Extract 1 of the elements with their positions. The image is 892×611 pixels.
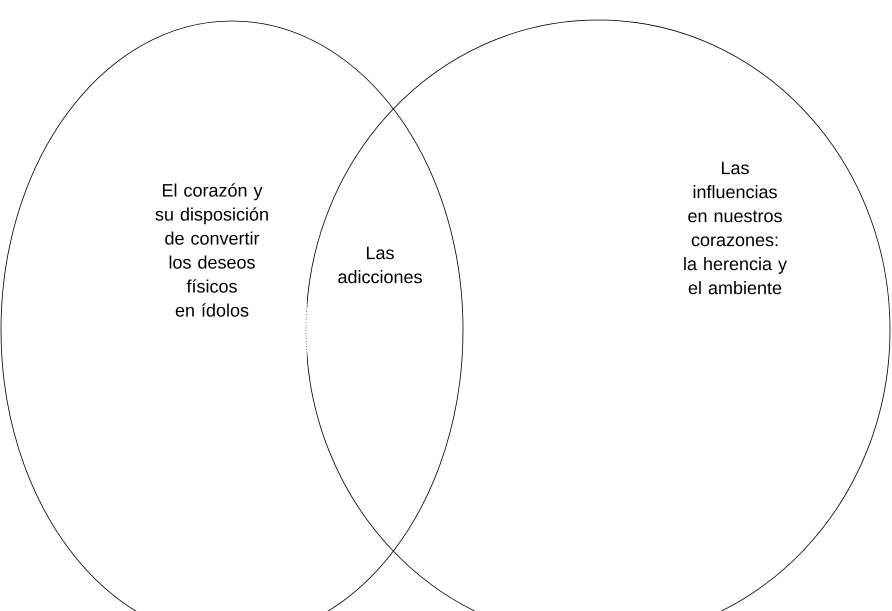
overlap-label: Las adicciones <box>338 246 422 284</box>
